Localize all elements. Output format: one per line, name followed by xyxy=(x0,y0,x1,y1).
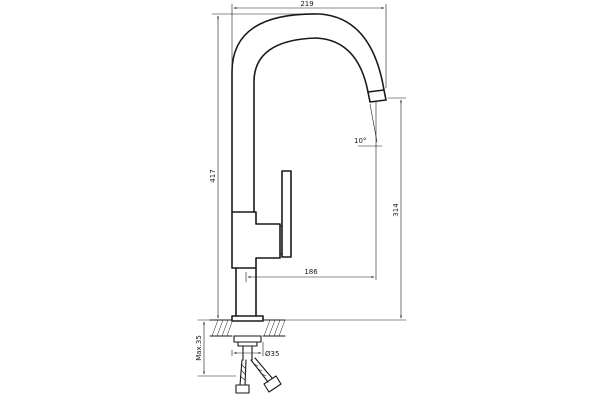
mixer-block xyxy=(231,211,281,269)
max-thickness-label: Max.35 xyxy=(195,335,203,361)
countertop-hatch-right xyxy=(263,319,286,337)
spout-outer xyxy=(231,13,385,213)
angle-label: 10° xyxy=(354,137,366,145)
spout-height-label: 314 xyxy=(392,203,400,217)
lever-handle xyxy=(281,170,292,258)
bore-label: Ø35 xyxy=(265,350,279,358)
mounting-nut xyxy=(233,335,262,343)
hose-connector-left xyxy=(235,384,250,394)
reach-label: 186 xyxy=(304,268,318,276)
dimension-width: 219 xyxy=(231,0,387,89)
hose-connector-right xyxy=(263,375,282,393)
width-label: 219 xyxy=(300,0,313,8)
spout-inner xyxy=(253,37,369,213)
supply-hose-right xyxy=(250,359,269,383)
supply-hose-left xyxy=(239,359,243,386)
total-height-label: 417 xyxy=(209,169,217,182)
countertop-hatch-left xyxy=(211,319,233,337)
base-flange xyxy=(231,315,264,322)
dimension-total-height: 417 xyxy=(209,13,319,319)
countertop xyxy=(209,319,286,337)
dimension-reach: 186 xyxy=(245,101,377,283)
aerator xyxy=(367,89,387,103)
mounting-washer xyxy=(237,341,258,347)
mounting-assembly xyxy=(233,335,282,394)
dimension-max-thickness: Max.35 xyxy=(195,319,237,377)
dimension-angle: 10° xyxy=(354,103,383,147)
dimension-bore: Ø35 xyxy=(231,341,279,358)
dimension-spout-height: 314 xyxy=(284,97,407,321)
faucet-body xyxy=(231,13,387,322)
